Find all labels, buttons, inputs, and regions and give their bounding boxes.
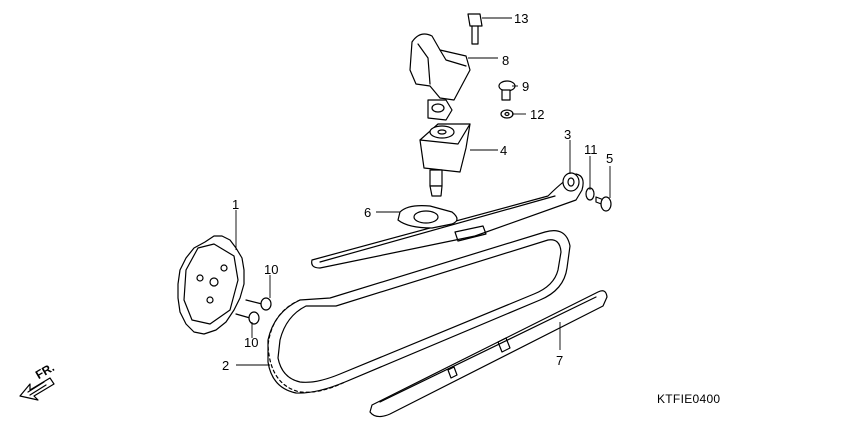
bolt-13 xyxy=(467,13,483,45)
lifter-bracket xyxy=(409,33,471,121)
callout-part-7: 7 xyxy=(556,353,564,368)
callout-part-6: 6 xyxy=(364,205,372,220)
tensioner-lifter xyxy=(419,123,471,197)
cam-chain xyxy=(267,230,571,394)
sprocket-bolt-lower xyxy=(235,311,260,325)
callout-part-10-upper: 10 xyxy=(264,262,279,277)
leader-lines xyxy=(235,17,611,366)
cam-sprocket xyxy=(177,235,245,335)
callout-part-12: 12 xyxy=(530,107,545,122)
callout-part-11: 11 xyxy=(584,142,598,157)
washer-12 xyxy=(500,109,514,119)
front-direction-arrow xyxy=(19,377,55,401)
callout-part-2: 2 xyxy=(222,358,230,373)
sprocket-bolt-upper xyxy=(245,297,272,311)
callout-part-13: 13 xyxy=(514,11,529,26)
tensioner-gasket xyxy=(397,205,458,229)
bolt-9 xyxy=(498,80,516,101)
callout-part-4: 4 xyxy=(500,143,508,158)
callout-part-10-lower: 10 xyxy=(244,335,259,350)
callout-part-9: 9 xyxy=(522,79,530,94)
chain-guide xyxy=(369,290,608,418)
callout-part-1: 1 xyxy=(232,197,240,212)
tensioner-slipper xyxy=(311,172,584,269)
bolt-5 xyxy=(595,196,612,212)
callout-part-8: 8 xyxy=(502,53,510,68)
drawing-code: KTFIE0400 xyxy=(657,392,721,406)
callout-part-5: 5 xyxy=(606,151,614,166)
callout-part-3: 3 xyxy=(564,127,572,142)
